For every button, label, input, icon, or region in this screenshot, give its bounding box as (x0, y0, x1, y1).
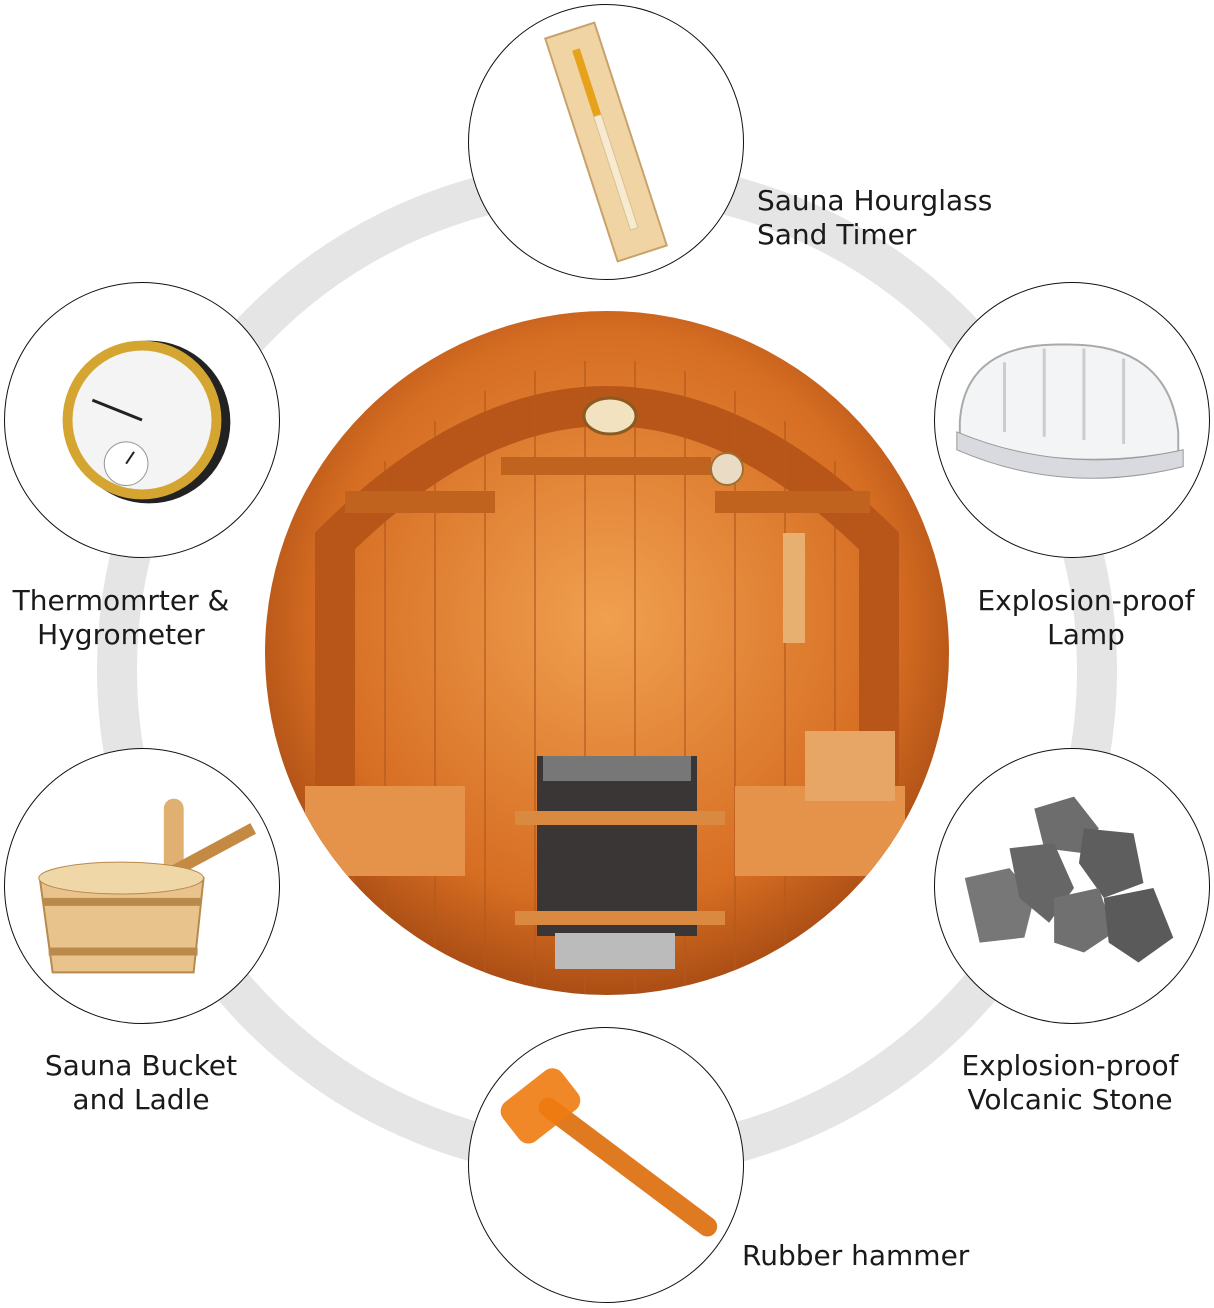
item-hammer (468, 1027, 744, 1303)
item-bucket (4, 748, 280, 1024)
volcanic-stone-icon (964, 796, 1174, 963)
item-stones (934, 748, 1210, 1024)
item-lamp (934, 282, 1210, 558)
label-hammer: Rubber hammer (742, 1239, 970, 1272)
rubber-hammer-icon (500, 1068, 718, 1237)
item-hourglass (468, 4, 744, 280)
sauna-interior-photo (265, 311, 949, 995)
bucket-ladle-icon (38, 798, 257, 974)
explosion-proof-lamp-icon (956, 343, 1184, 479)
thermometer-hygrometer-icon (62, 340, 231, 504)
hourglass-sand-timer-icon (544, 21, 668, 263)
item-thermometer (4, 282, 280, 558)
label-thermometer: Thermomrter &Hygrometer (12, 584, 230, 651)
